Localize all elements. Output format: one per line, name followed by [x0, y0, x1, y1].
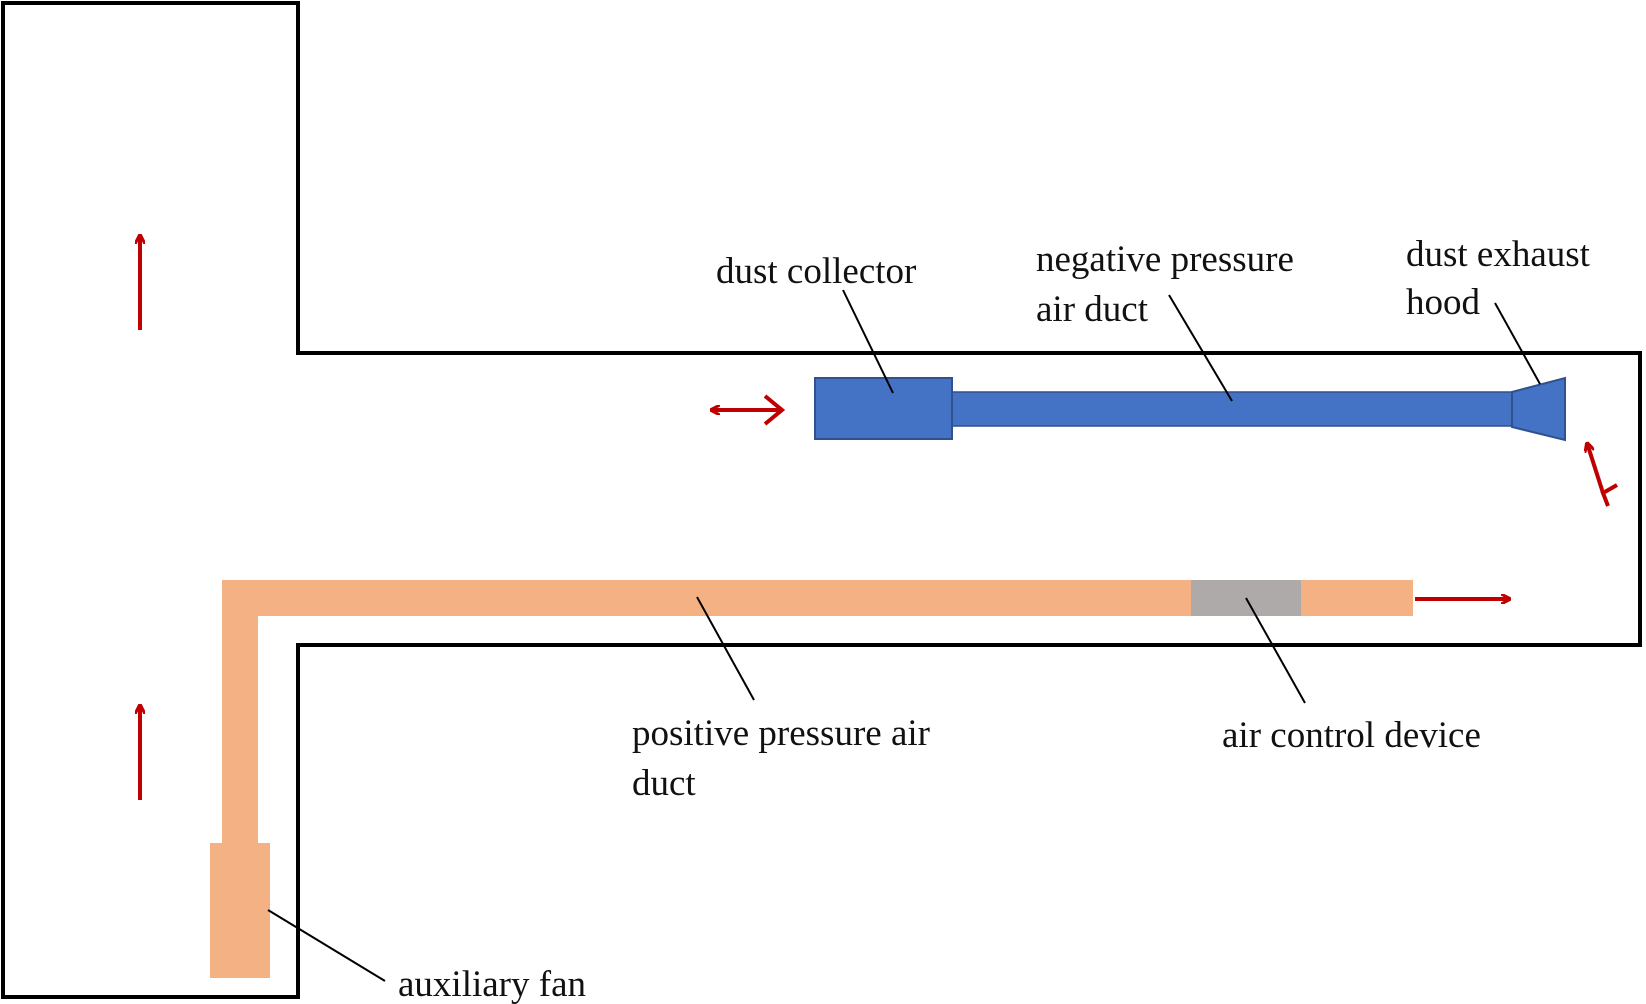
dust-exhaust-hood	[1511, 376, 1566, 442]
label-positive-duct-line1: positive pressure air	[632, 713, 930, 754]
leader-negative-duct	[1168, 294, 1233, 402]
leader-auxiliary-fan	[267, 909, 386, 982]
label-exhaust-hood-line1: dust exhaust	[1406, 234, 1591, 275]
leader-dust-collector	[842, 289, 894, 394]
label-dust-collector: dust collector	[716, 251, 916, 292]
label-exhaust-hood-line2: hood	[1406, 282, 1481, 323]
leader-air-control	[1245, 597, 1306, 704]
forked-arrow-icon	[1587, 443, 1618, 507]
label-negative-duct-line2: air duct	[1036, 289, 1149, 330]
auxiliary-fan	[210, 843, 270, 978]
label-negative-duct-line1: negative pressure	[1036, 239, 1294, 280]
label-auxiliary-fan: auxiliary fan	[398, 964, 586, 1004]
leader-positive-duct	[696, 596, 755, 701]
label-air-control-device: air control device	[1222, 715, 1481, 756]
label-positive-duct-line2: duct	[632, 763, 696, 804]
negative-pressure-air-duct	[949, 391, 1515, 427]
leader-exhaust-hood	[1494, 302, 1541, 385]
forked-arrow-icon	[711, 394, 786, 426]
dust-collector	[814, 377, 953, 440]
positive-duct-vertical	[222, 580, 258, 845]
